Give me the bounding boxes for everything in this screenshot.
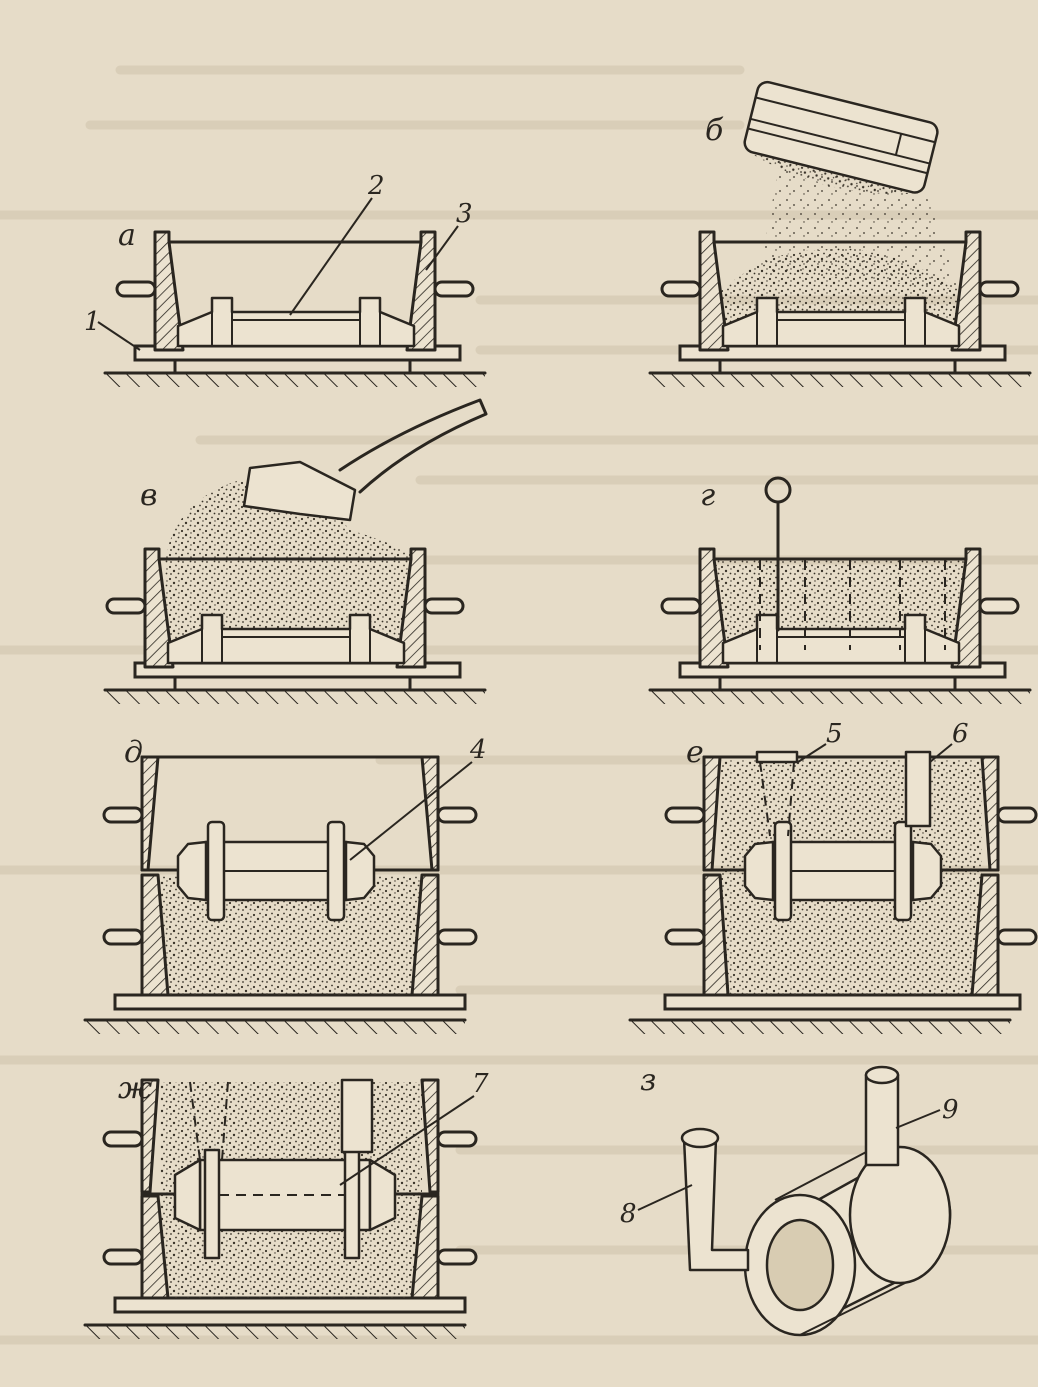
panel-label-z: з <box>640 1063 656 1098</box>
panel-v: в <box>103 398 488 706</box>
panel-label-a: а <box>118 218 136 253</box>
callout-9: 9 <box>942 1095 959 1125</box>
panel-label-zh: ж <box>118 1071 152 1106</box>
callout-1: 1 <box>84 307 101 337</box>
panel-e: е 5 6 <box>628 719 1038 1036</box>
leader-8 <box>637 1184 693 1211</box>
callout-7: 7 <box>472 1069 489 1099</box>
leader-7 <box>339 1095 475 1186</box>
leader-6 <box>929 743 953 763</box>
leader-1 <box>97 321 141 351</box>
callout-6: 6 <box>952 719 969 749</box>
shovel-icon <box>242 398 488 522</box>
panel-zh: ж 7 <box>83 1069 489 1341</box>
mold-cavity <box>173 1148 397 1260</box>
panel-label-d: д <box>124 735 143 770</box>
panel-label-g: г <box>700 478 715 513</box>
panel-a: а 1 2 3 <box>84 171 487 389</box>
rammer-icon <box>764 476 792 632</box>
casting-icon <box>680 1065 952 1337</box>
callout-8: 8 <box>620 1199 637 1229</box>
leader-4 <box>349 761 473 861</box>
panel-g: г <box>648 476 1032 706</box>
panel-z: з 8 9 <box>620 1063 959 1337</box>
callout-4: 4 <box>469 735 487 765</box>
riser-channel <box>340 1078 374 1154</box>
riser-pin <box>904 750 932 828</box>
callout-2: 2 <box>367 171 385 201</box>
callout-5: 5 <box>826 719 843 749</box>
panel-d: д 4 <box>83 735 487 1036</box>
leader-3 <box>425 225 459 271</box>
panel-label-v: в <box>140 478 157 513</box>
leader-5 <box>797 743 827 763</box>
ramming-marks <box>759 560 946 650</box>
callout-3: 3 <box>456 199 473 229</box>
panel-label-e: е <box>686 735 704 770</box>
leader-9 <box>895 1109 941 1129</box>
sieve-icon <box>743 80 939 194</box>
leader-2 <box>289 197 373 316</box>
panel-label-b: б <box>705 113 724 148</box>
panel-b: б <box>648 80 1032 389</box>
